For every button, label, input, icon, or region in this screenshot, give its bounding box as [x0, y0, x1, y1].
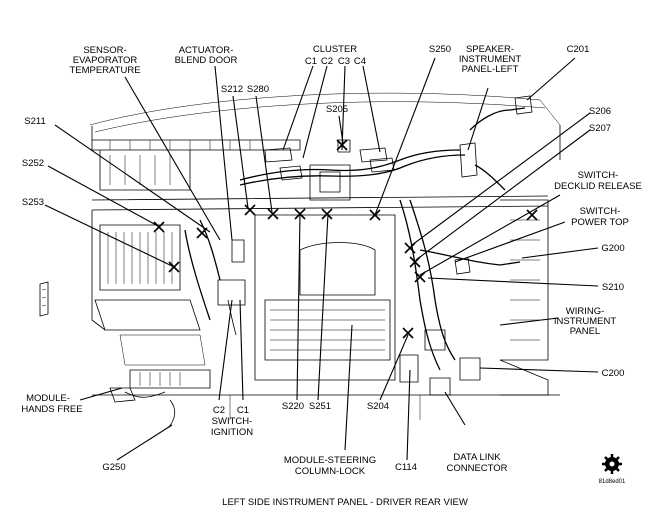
- label-c200: C200: [602, 368, 625, 379]
- label-s210: S210: [602, 282, 624, 293]
- label-decklid-2: DECKLID RELEASE: [554, 181, 642, 192]
- label-c201: C201: [567, 44, 590, 55]
- label-s211: S211: [24, 116, 45, 127]
- label-cluster: CLUSTER: [313, 44, 357, 55]
- label-ignition-1: SWITCH-: [212, 416, 253, 427]
- label-cluster-c4: C4: [354, 56, 366, 67]
- figure-code: 81d8ed01: [599, 479, 626, 485]
- label-sensor-2: EVAPORATOR: [73, 55, 138, 66]
- label-s252: S252: [22, 158, 44, 169]
- label-decklid-1: SWITCH-: [578, 170, 619, 181]
- splice-markers: [153, 139, 538, 339]
- label-s250: S250: [429, 44, 451, 55]
- label-s253: S253: [22, 197, 44, 208]
- label-steering-1: MODULE-STEERING: [284, 455, 376, 466]
- label-speaker-3: PANEL-LEFT: [462, 64, 519, 75]
- label-dlc-2: CONNECTOR: [446, 463, 507, 474]
- callout-labels: SENSOR- EVAPORATOR TEMPERATURE ACTUATOR-…: [21, 44, 641, 477]
- label-steering-2: COLUMN-LOCK: [295, 466, 366, 477]
- diagram-caption: LEFT SIDE INSTRUMENT PANEL - DRIVER REAR…: [222, 497, 468, 508]
- label-wiring-3: PANEL: [570, 326, 600, 337]
- label-g250: G250: [102, 462, 125, 473]
- label-s204: S204: [367, 401, 389, 412]
- label-c114: C114: [395, 462, 417, 473]
- label-actuator-1: ACTUATOR-: [179, 45, 234, 56]
- label-powertop-2: POWER TOP: [571, 217, 629, 228]
- label-s207: S207: [589, 123, 611, 134]
- label-s251: S251: [309, 401, 331, 412]
- label-hands-1: MODULE-: [26, 393, 70, 404]
- label-cluster-c3: C3: [338, 56, 350, 67]
- label-s212: S212: [221, 84, 243, 95]
- label-cluster-c1: C1: [305, 56, 317, 67]
- label-s206: S206: [589, 106, 611, 117]
- label-sensor-3: TEMPERATURE: [69, 65, 140, 76]
- label-ignition-c1: C1: [237, 405, 249, 416]
- label-hands-2: HANDS FREE: [21, 404, 82, 415]
- label-powertop-1: SWITCH-: [580, 206, 621, 217]
- leader-lines: [44, 57, 599, 461]
- label-cluster-c2: C2: [321, 56, 333, 67]
- label-sensor-1: SENSOR-: [83, 45, 126, 56]
- label-s220: S220: [282, 401, 304, 412]
- label-s205: S205: [326, 104, 348, 115]
- label-wiring-1: WIRING-: [566, 306, 605, 317]
- panel-illustration: [39, 92, 561, 429]
- label-wiring-2: INSTRUMENT: [554, 316, 616, 327]
- label-speaker-2: INSTRUMENT: [459, 54, 521, 65]
- label-speaker-1: SPEAKER-: [466, 44, 514, 55]
- label-s280: S280: [247, 84, 269, 95]
- label-actuator-2: BLEND DOOR: [175, 55, 238, 66]
- label-dlc-1: DATA LINK: [453, 452, 501, 463]
- label-g200: G200: [601, 243, 624, 254]
- gear-icon: [602, 454, 622, 474]
- label-ignition-c2: C2: [213, 405, 225, 416]
- label-ignition-2: IGNITION: [211, 427, 253, 438]
